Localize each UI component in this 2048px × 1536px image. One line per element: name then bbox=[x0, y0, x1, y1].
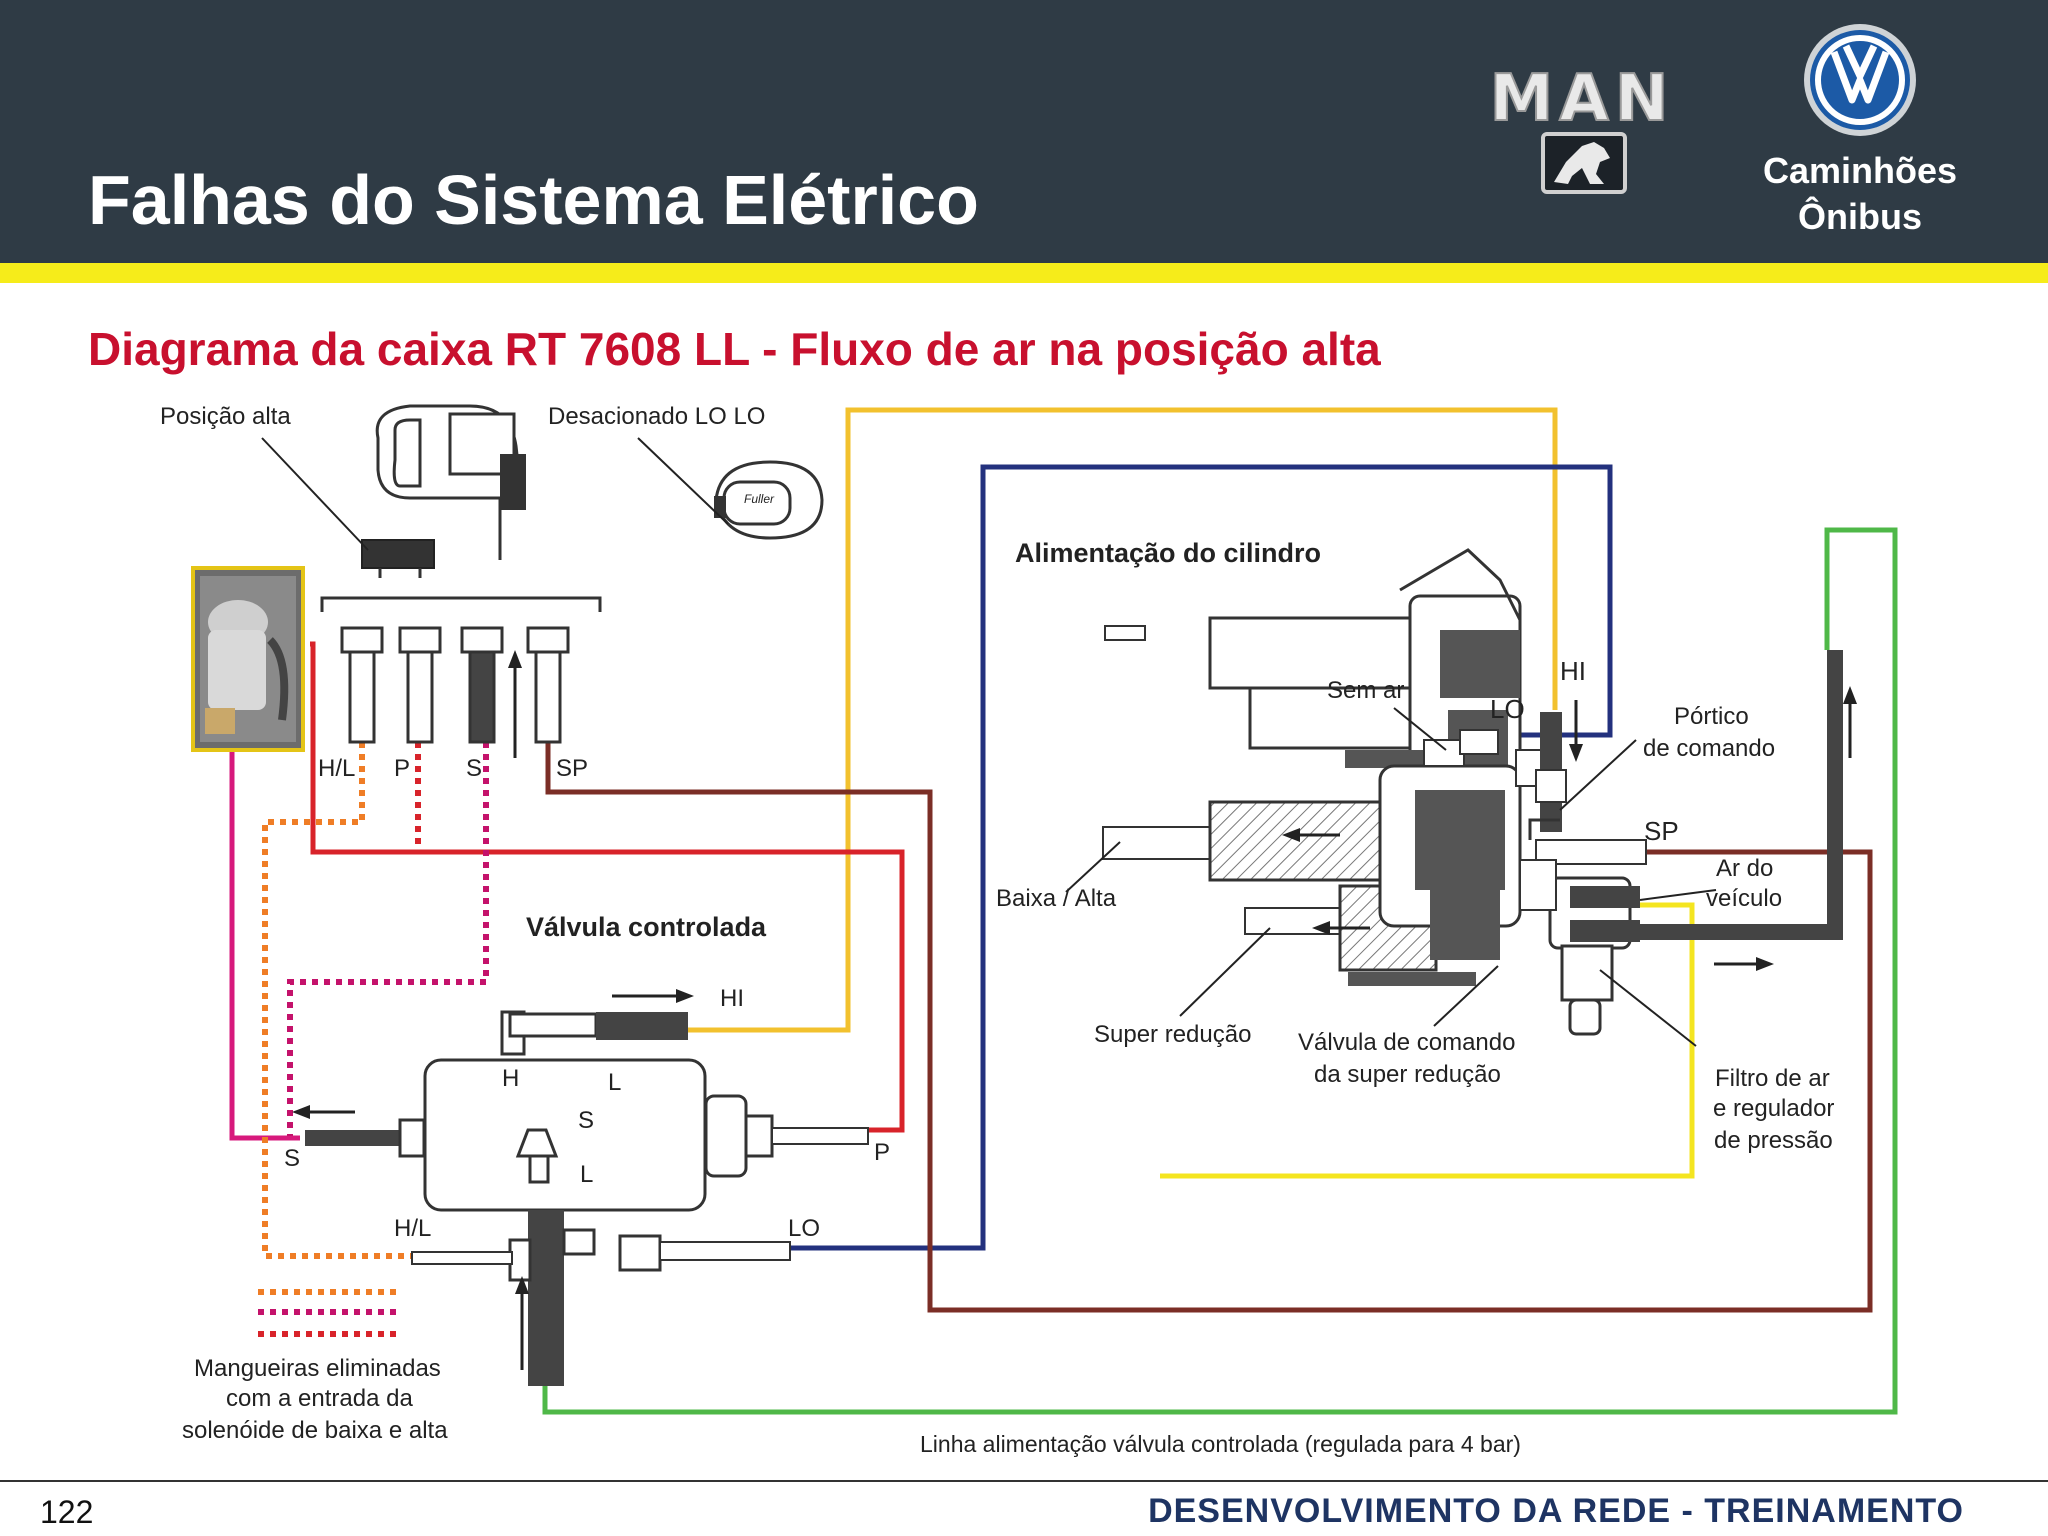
vw-logo-icon bbox=[1800, 20, 1920, 145]
leader-desacionado bbox=[637, 437, 729, 525]
man-logo: MAN bbox=[1450, 58, 1730, 203]
solenoid-bracket bbox=[320, 596, 602, 612]
label-valvula-controlada: Válvula controlada bbox=[526, 912, 767, 942]
label-filtro-3: de pressão bbox=[1714, 1127, 1833, 1154]
label-sp-right: SP bbox=[1644, 816, 1679, 846]
label-posicao-alta: Posição alta bbox=[160, 403, 291, 430]
svg-text:Fuller: Fuller bbox=[744, 492, 775, 506]
label-hl-bottom: H/L bbox=[394, 1215, 431, 1242]
label-super-reducao: Super redução bbox=[1094, 1021, 1251, 1048]
label-s-mid: S bbox=[578, 1107, 594, 1134]
label-linha-alimentacao: Linha alimentação válvula controlada (re… bbox=[920, 1431, 1521, 1457]
fuller-knob-drawing: Fuller bbox=[714, 460, 824, 540]
bright-yellow-air-line bbox=[1160, 902, 1695, 1179]
label-filtro-1: Filtro de ar bbox=[1715, 1065, 1830, 1092]
label-hl: H/L bbox=[318, 755, 355, 782]
magenta-air-line bbox=[229, 740, 300, 1141]
label-sp: SP bbox=[556, 755, 588, 782]
pink-dotted-line bbox=[287, 730, 489, 1136]
label-p: P bbox=[394, 755, 410, 782]
page-number: 122 bbox=[40, 1494, 94, 1530]
orange-dotted-line bbox=[262, 730, 420, 1259]
vehicle-air-supply-pipe bbox=[1640, 650, 1843, 940]
yellow-air-line bbox=[688, 407, 1558, 1033]
label-desacionado: Desacionado LO LO bbox=[548, 403, 765, 430]
label-h: H bbox=[502, 1065, 519, 1092]
solenoid-s bbox=[460, 626, 504, 744]
red-air-line bbox=[310, 641, 905, 1133]
footer-divider bbox=[0, 1480, 2048, 1482]
label-mangueiras-2: com a entrada da bbox=[226, 1385, 413, 1412]
controlled-valve-drawing bbox=[305, 1010, 869, 1386]
label-veiculo: veículo bbox=[1706, 885, 1782, 912]
diagram-subtitle: Diagrama da caixa RT 7608 LL - Fluxo de … bbox=[88, 323, 1381, 375]
solenoid-p bbox=[398, 626, 442, 744]
shift-knob-drawing bbox=[361, 404, 526, 578]
leader-baixa-alta bbox=[1065, 841, 1121, 893]
label-lo-top: LO bbox=[1490, 694, 1525, 724]
label-valvula-comando-1: Válvula de comando bbox=[1298, 1029, 1515, 1056]
brown-air-line bbox=[545, 735, 1873, 1313]
label-valvula-comando-2: da super redução bbox=[1314, 1061, 1501, 1088]
leader-filtro bbox=[1599, 969, 1697, 1047]
label-lo-bottom: LO bbox=[788, 1215, 820, 1242]
label-filtro-2: e regulador bbox=[1713, 1095, 1834, 1122]
shift-knob-photo bbox=[191, 566, 305, 752]
leader-portico bbox=[1559, 739, 1637, 811]
blue-air-line bbox=[780, 464, 1613, 1251]
valve-flow-arrows bbox=[292, 989, 694, 1370]
label-alimentacao: Alimentação do cilindro bbox=[1015, 538, 1321, 568]
lion-emblem-icon bbox=[1541, 132, 1627, 194]
label-p-right: P bbox=[874, 1139, 890, 1166]
leader-posicao-alta bbox=[261, 437, 369, 551]
up-arrow-icon bbox=[508, 650, 522, 758]
label-s: S bbox=[466, 755, 482, 782]
label-l-mid: L bbox=[580, 1161, 593, 1188]
leader-super-reducao bbox=[1179, 927, 1271, 1017]
header-accent-stripe bbox=[0, 263, 2048, 283]
label-s-left: S bbox=[284, 1145, 300, 1172]
label-baixa-alta: Baixa / Alta bbox=[996, 885, 1117, 912]
label-hi-valve: HI bbox=[720, 985, 744, 1012]
label-l: L bbox=[608, 1069, 621, 1096]
label-ar-do: Ar do bbox=[1716, 855, 1773, 882]
label-mangueiras-1: Mangueiras eliminadas bbox=[194, 1355, 441, 1382]
solenoid-sp bbox=[526, 626, 570, 744]
cylinder-flow-arrows bbox=[1282, 686, 1857, 971]
leader-valvula-comando bbox=[1433, 965, 1499, 1027]
label-sem-ar: Sem ar bbox=[1327, 677, 1404, 704]
leader-sem-ar bbox=[1393, 707, 1447, 751]
range-cylinder-drawing bbox=[1102, 548, 1843, 1036]
brand-line-caminhoes: Caminhões bbox=[1762, 150, 1958, 191]
header-bar bbox=[0, 0, 2048, 263]
footer-title: DESENVOLVIMENTO DA REDE - TREINAMENTO bbox=[1148, 1492, 1964, 1530]
brand-line-onibus: Ônibus bbox=[1798, 196, 1922, 237]
label-hi-top: HI bbox=[1560, 656, 1586, 686]
label-portico-1: Pórtico bbox=[1674, 703, 1749, 730]
label-portico-2: de comando bbox=[1643, 735, 1775, 762]
green-air-line bbox=[542, 527, 1898, 1415]
man-logo-text: MAN bbox=[1490, 62, 1675, 136]
label-mangueiras-3: solenóide de baixa e alta bbox=[182, 1417, 448, 1444]
page-title: Falhas do Sistema Elétrico bbox=[88, 161, 979, 239]
solenoid-hl bbox=[340, 626, 384, 744]
air-flow-diagram: Fuller bbox=[160, 403, 1898, 1457]
leader-ar-veiculo bbox=[1639, 889, 1717, 901]
